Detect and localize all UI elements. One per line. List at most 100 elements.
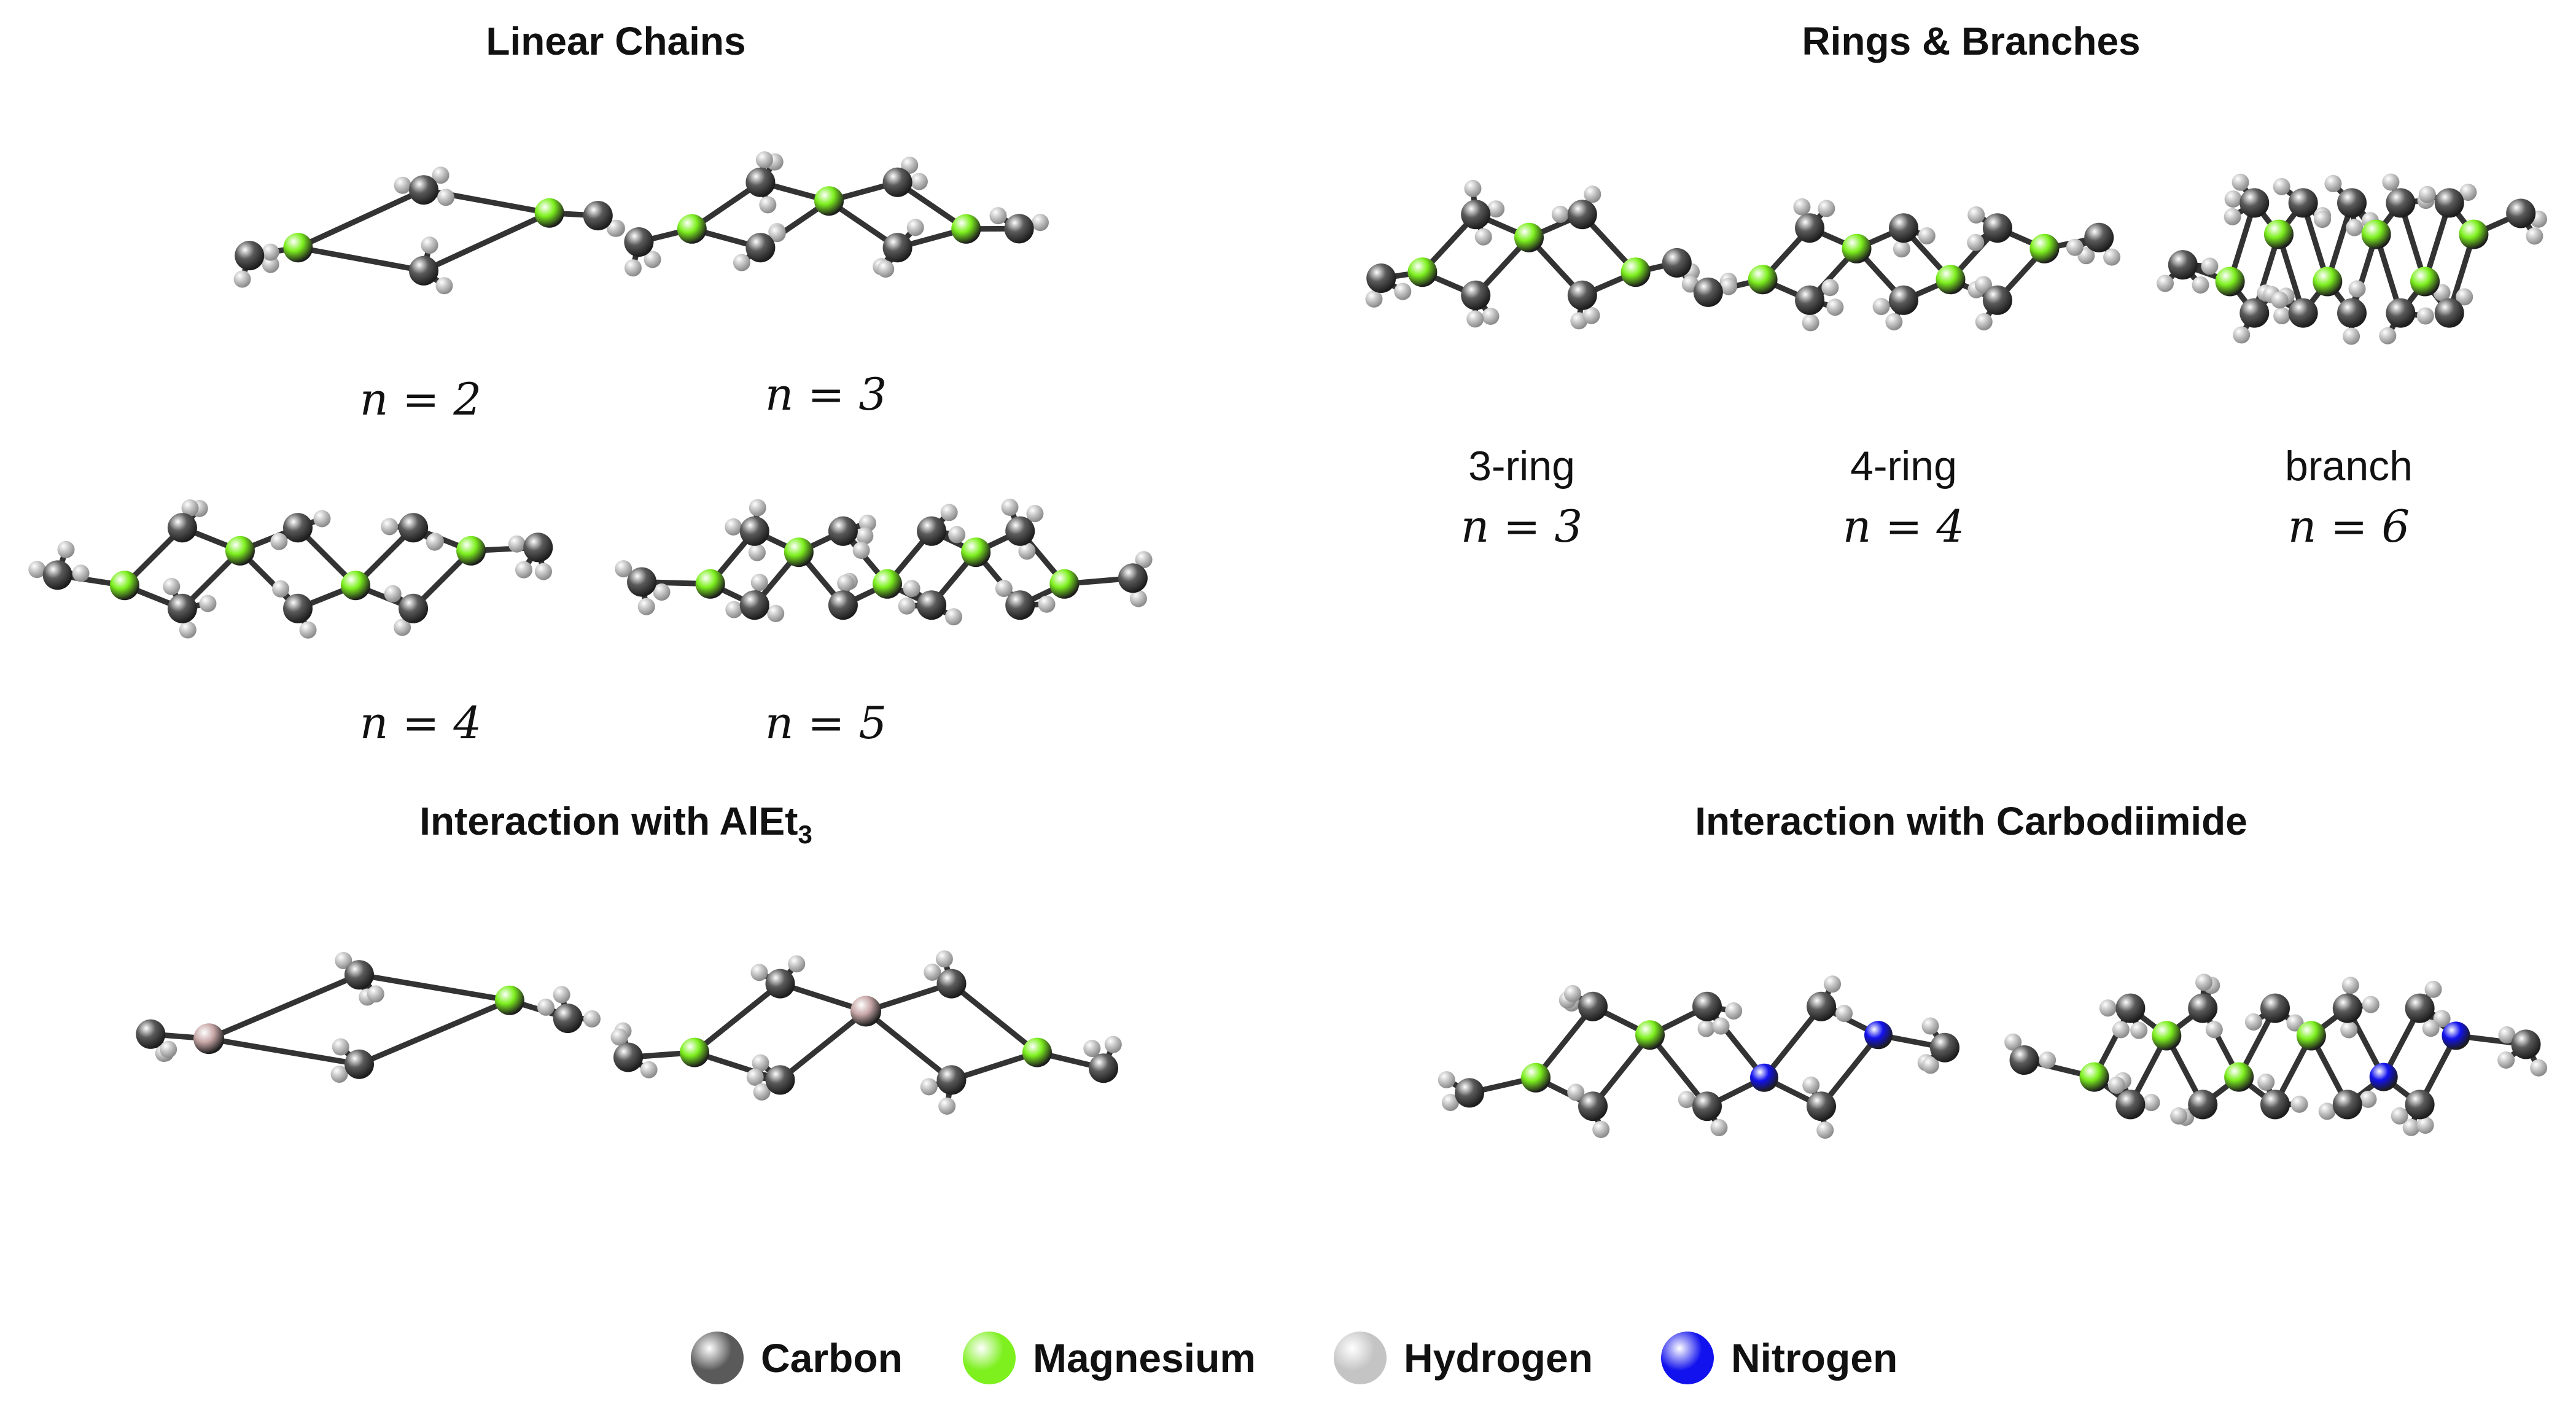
magnesium-atom [534, 198, 564, 228]
bond [863, 1008, 954, 1083]
carbon-atom [167, 513, 197, 543]
hydrogen-atom [384, 585, 402, 603]
carbon-atom [344, 1049, 374, 1079]
hydrogen-atom [2348, 280, 2366, 298]
magnesium-atom [456, 536, 486, 566]
hydrogen-atom [1710, 1119, 1728, 1137]
hydrogen-atom [1921, 1056, 1939, 1074]
legend-label-magnesium: Magnesium [1033, 1335, 1256, 1381]
hydrogen-atom [2112, 1021, 2130, 1039]
carbon-atom [1889, 213, 1918, 243]
hydrogen-atom [2157, 275, 2174, 292]
hydrogen-atom [837, 574, 855, 592]
bond [206, 972, 362, 1042]
hydrogen-atom [1438, 1071, 1455, 1089]
hydrogen-atom [2224, 208, 2241, 225]
carbon-atom [2188, 1090, 2218, 1120]
carbon-atom [1693, 277, 1723, 307]
hydrogen-atom [2526, 227, 2543, 245]
carbon-atom [2511, 1029, 2541, 1059]
hydrogen-atom [2257, 1073, 2275, 1091]
magnesium-atom [2152, 1021, 2182, 1051]
magnesium-atom [283, 233, 313, 263]
hydrogen-atom [2402, 1118, 2420, 1136]
section-title-interaction-alet3: Interaction with AlEt3 [419, 798, 812, 849]
magnesium-atom [2224, 1062, 2254, 1092]
carbon-atom [613, 1042, 643, 1072]
carbon-atom [2434, 188, 2464, 218]
hydrogen-atom [508, 535, 526, 553]
hydrogen-atom [725, 601, 743, 618]
hydrogen-atom [28, 561, 46, 579]
molecule-linear-n4 [28, 499, 553, 639]
hydrogen-atom [1104, 1035, 1122, 1053]
magnesium-atom [680, 1037, 709, 1067]
hydrogen-atom [1678, 1091, 1695, 1109]
nitrogen-atom [1864, 1021, 1893, 1050]
hydrogen-atom [2497, 1051, 2515, 1069]
carbon-atom [136, 1019, 166, 1049]
hydrogen-atom [1818, 200, 1835, 217]
magnesium-atom [2079, 1062, 2109, 1092]
carbon-atom [1982, 213, 2012, 243]
magnesium-atom [1621, 257, 1651, 287]
hydrogen-atom [2530, 1059, 2548, 1077]
caption-linear-n2: n = 2 [359, 373, 482, 425]
hydrogen-atom [2192, 276, 2209, 294]
carbon-atom [739, 590, 769, 620]
carbon-atom [2434, 298, 2464, 328]
carbon-atom [765, 1065, 795, 1095]
hydrogen-atom [1802, 314, 1819, 332]
hydrogen-atom [1464, 179, 1482, 197]
hydrogen-atom [537, 998, 555, 1016]
carbon-atom [745, 167, 776, 197]
hydrogen-atom [733, 254, 750, 271]
hydrogen-atom [995, 580, 1013, 598]
molecule-ring-4 [1693, 198, 2121, 332]
hydrogen-atom [299, 621, 317, 639]
hydrogen-atom-icon [1334, 1332, 1387, 1384]
legend-label-carbon: Carbon [761, 1335, 903, 1381]
carbon-atom [1795, 285, 1825, 315]
legend-item-nitrogen: Nitrogen [1661, 1330, 1897, 1386]
hydrogen-atom [2359, 1090, 2377, 1108]
bond [1818, 1032, 1881, 1109]
hydrogen-atom [2341, 977, 2359, 994]
hydrogen-atom [1885, 313, 1903, 330]
carbon-atom [167, 593, 197, 623]
carbon-atom [1692, 991, 1722, 1021]
hydrogen-atom [367, 985, 384, 1003]
carbon-atom [2386, 188, 2416, 218]
carbon-atom-icon [691, 1332, 744, 1384]
magnesium-atom [814, 186, 844, 216]
carbon-atom [523, 532, 553, 563]
magnesium-atom [341, 571, 371, 601]
magnesium-atom [2215, 267, 2245, 297]
hydrogen-atom [877, 260, 895, 278]
carbon-atom [1692, 1091, 1722, 1121]
legend-item-carbon: Carbon [691, 1330, 903, 1386]
bond [1761, 1004, 1824, 1081]
hydrogen-atom [2099, 999, 2117, 1017]
hydrogen-atom [898, 597, 916, 615]
hydrogen-atom [1365, 290, 1383, 308]
hydrogen-atom [394, 176, 411, 194]
legend-label-nitrogen: Nitrogen [1731, 1335, 1898, 1381]
hydrogen-atom [72, 564, 90, 582]
hydrogen-atom [938, 1097, 956, 1115]
carbon-atom [2115, 1090, 2146, 1120]
hydrogen-atom [435, 277, 453, 295]
carbon-atom [1807, 1091, 1836, 1121]
hydrogen-atom [2130, 1021, 2148, 1039]
carbon-atom [936, 969, 967, 999]
carbon-atom [2288, 298, 2318, 328]
carbon-atom [2405, 993, 2435, 1023]
hydrogen-atom [262, 243, 279, 261]
hydrogen-atom [1725, 1002, 1743, 1020]
carbon-atom [2332, 993, 2362, 1023]
carbon-atom [917, 516, 947, 546]
aluminum-atom [850, 996, 881, 1027]
magnesium-atom [784, 537, 814, 567]
hydrogen-atom [1824, 975, 1842, 993]
legend-item-magnesium: Magnesium [963, 1330, 1256, 1386]
